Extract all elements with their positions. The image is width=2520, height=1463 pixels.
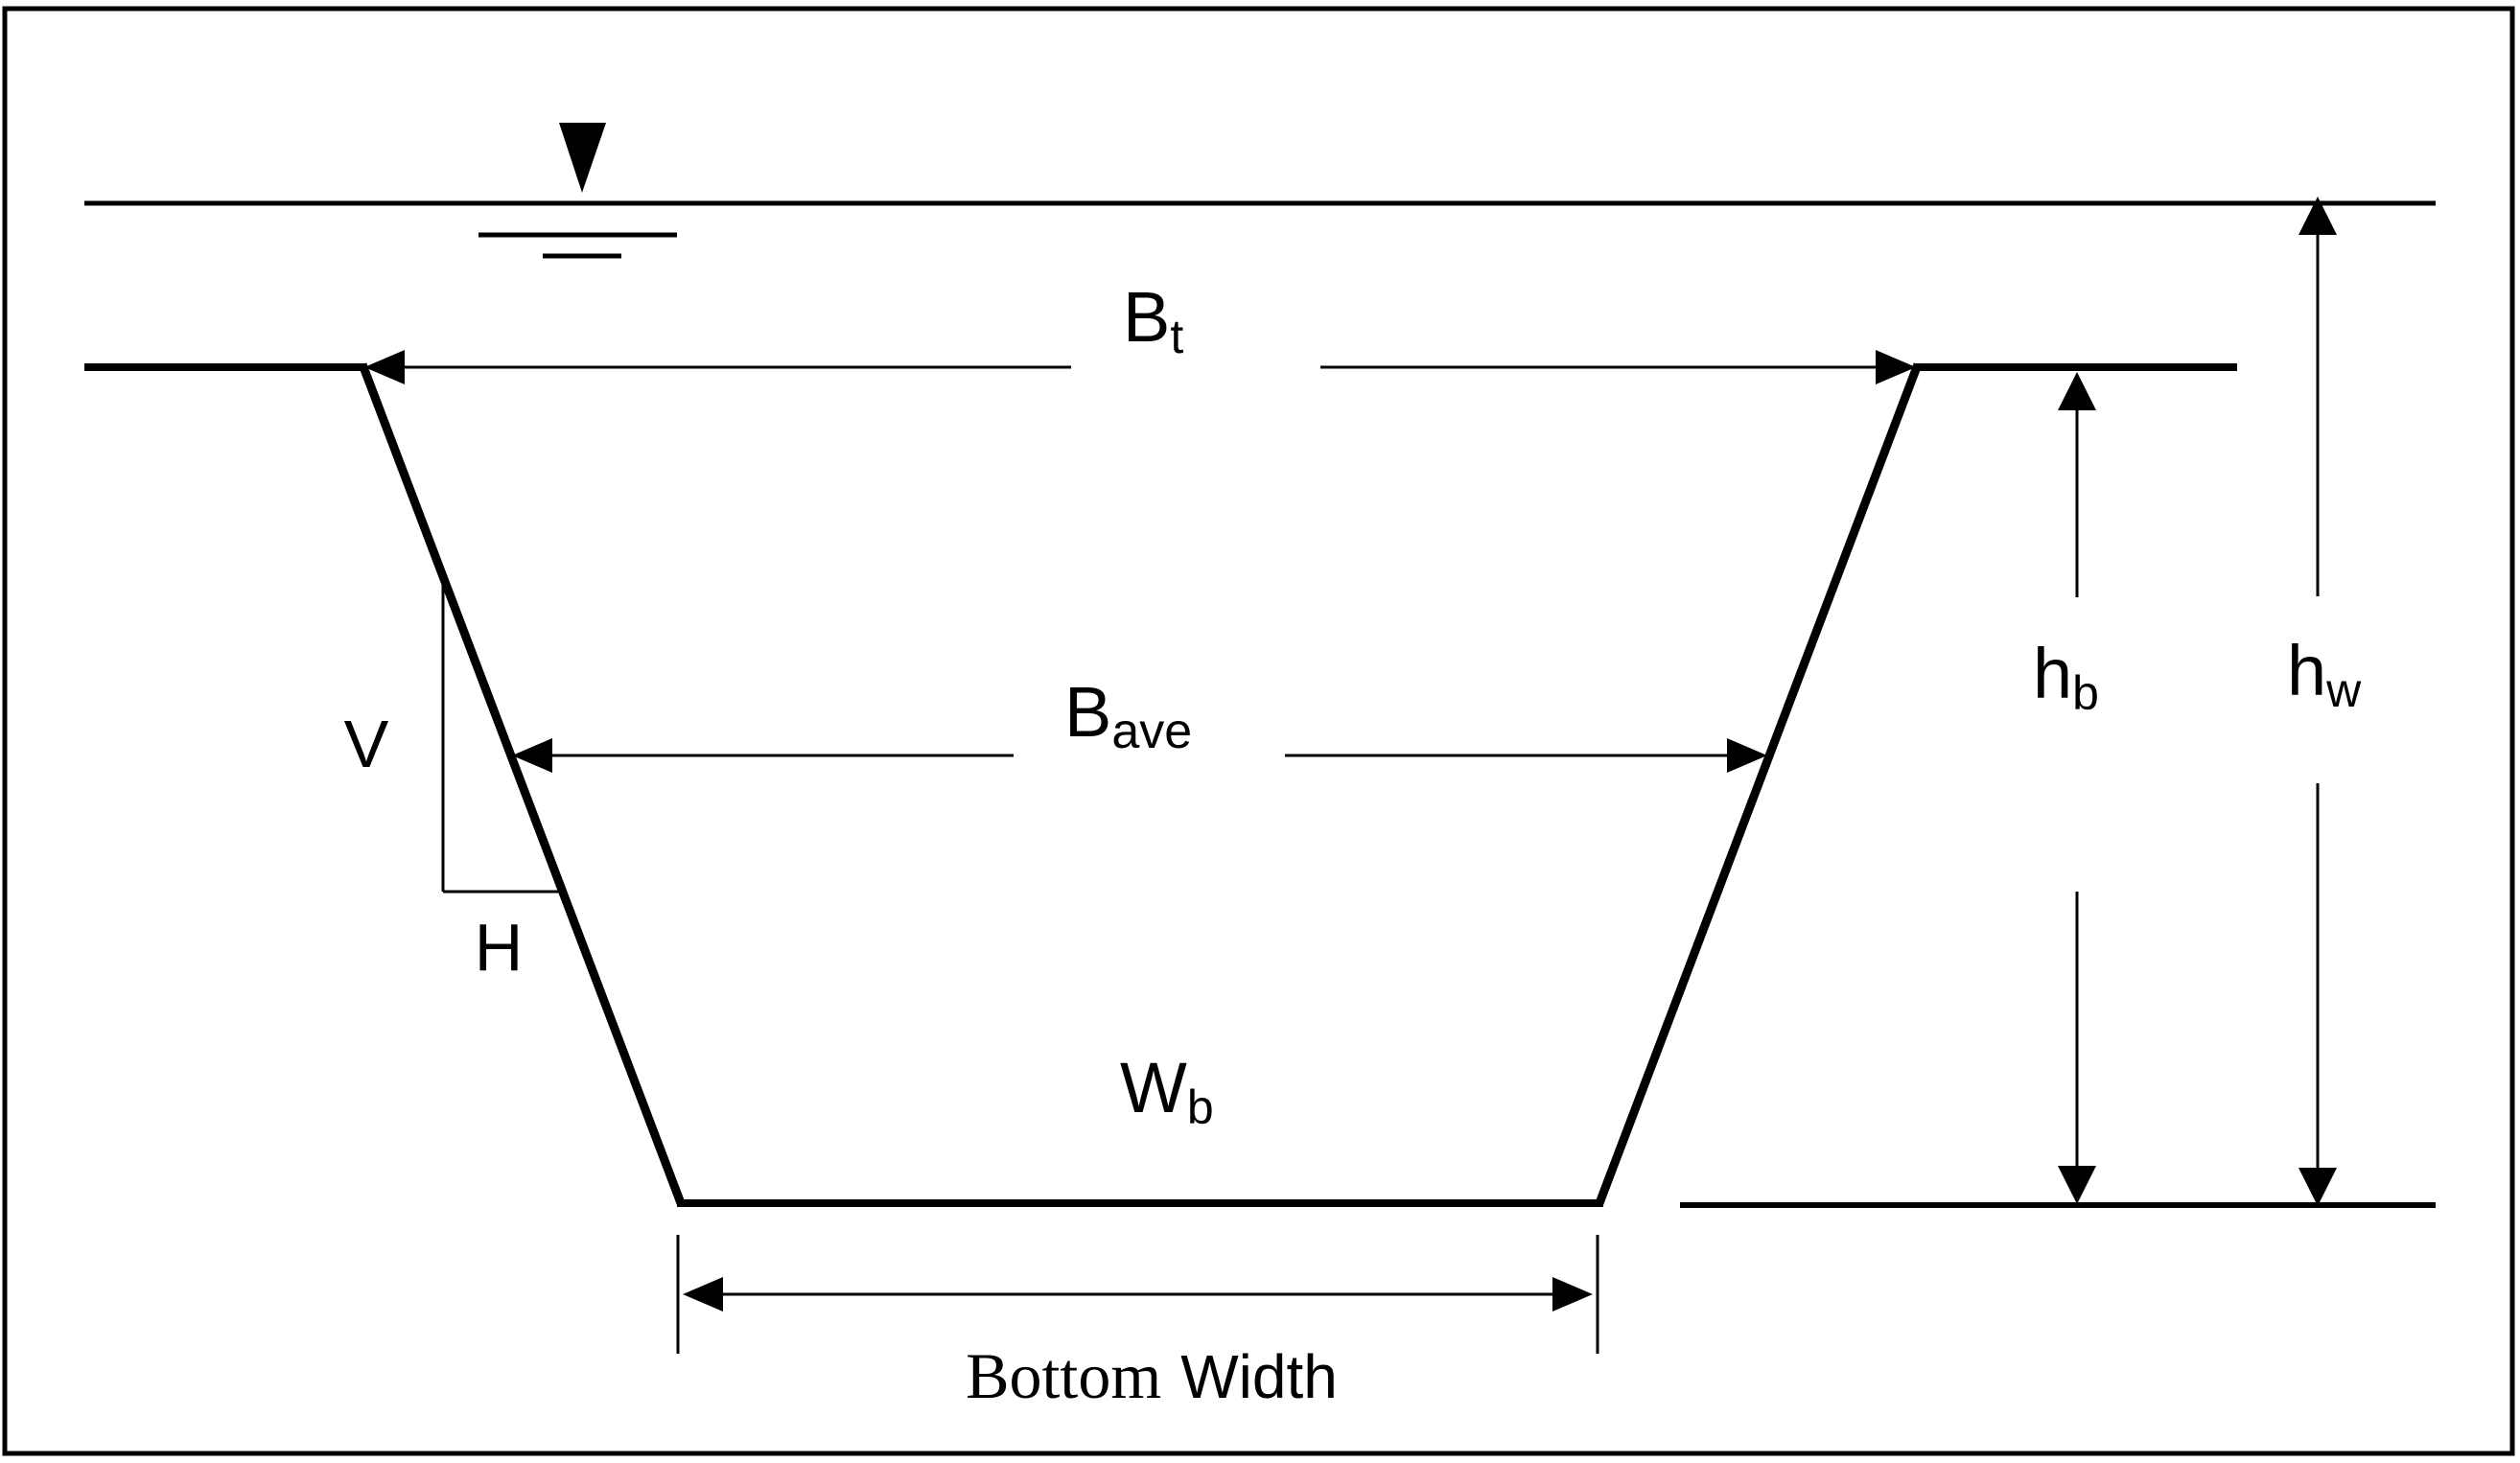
bottom-width-arrowhead-right — [1552, 1277, 1593, 1312]
hb-arrowhead-top — [2058, 372, 2096, 410]
figure-border — [2, 6, 2515, 1456]
hw-label: hw — [2287, 631, 2362, 717]
wb-label: Wb — [1120, 1048, 1214, 1134]
bt-arrowhead-right — [1876, 350, 1916, 384]
hb-arrowhead-bottom — [2058, 1166, 2096, 1204]
right-slope-line — [1595, 362, 1923, 1205]
hw-dimension: hw — [2287, 197, 2362, 1206]
water-surface-triangle-icon — [559, 123, 606, 193]
bave-arrowhead-right — [1727, 738, 1767, 773]
bave-label: Bave — [1064, 672, 1192, 759]
slope-indicator: V H — [344, 578, 562, 985]
v-label: V — [344, 707, 389, 781]
hw-arrowhead-bottom — [2298, 1168, 2337, 1206]
water-surface-marker — [478, 123, 677, 259]
hb-dimension: hb — [2033, 372, 2099, 1204]
bt-dimension: Bt — [364, 277, 1916, 384]
bave-dimension: Bave — [512, 672, 1767, 773]
bt-label: Bt — [1123, 277, 1183, 363]
hw-arrowhead-top — [2298, 197, 2337, 235]
h-label: H — [475, 910, 524, 985]
left-slope-line — [358, 362, 686, 1205]
hb-label: hb — [2033, 634, 2099, 720]
